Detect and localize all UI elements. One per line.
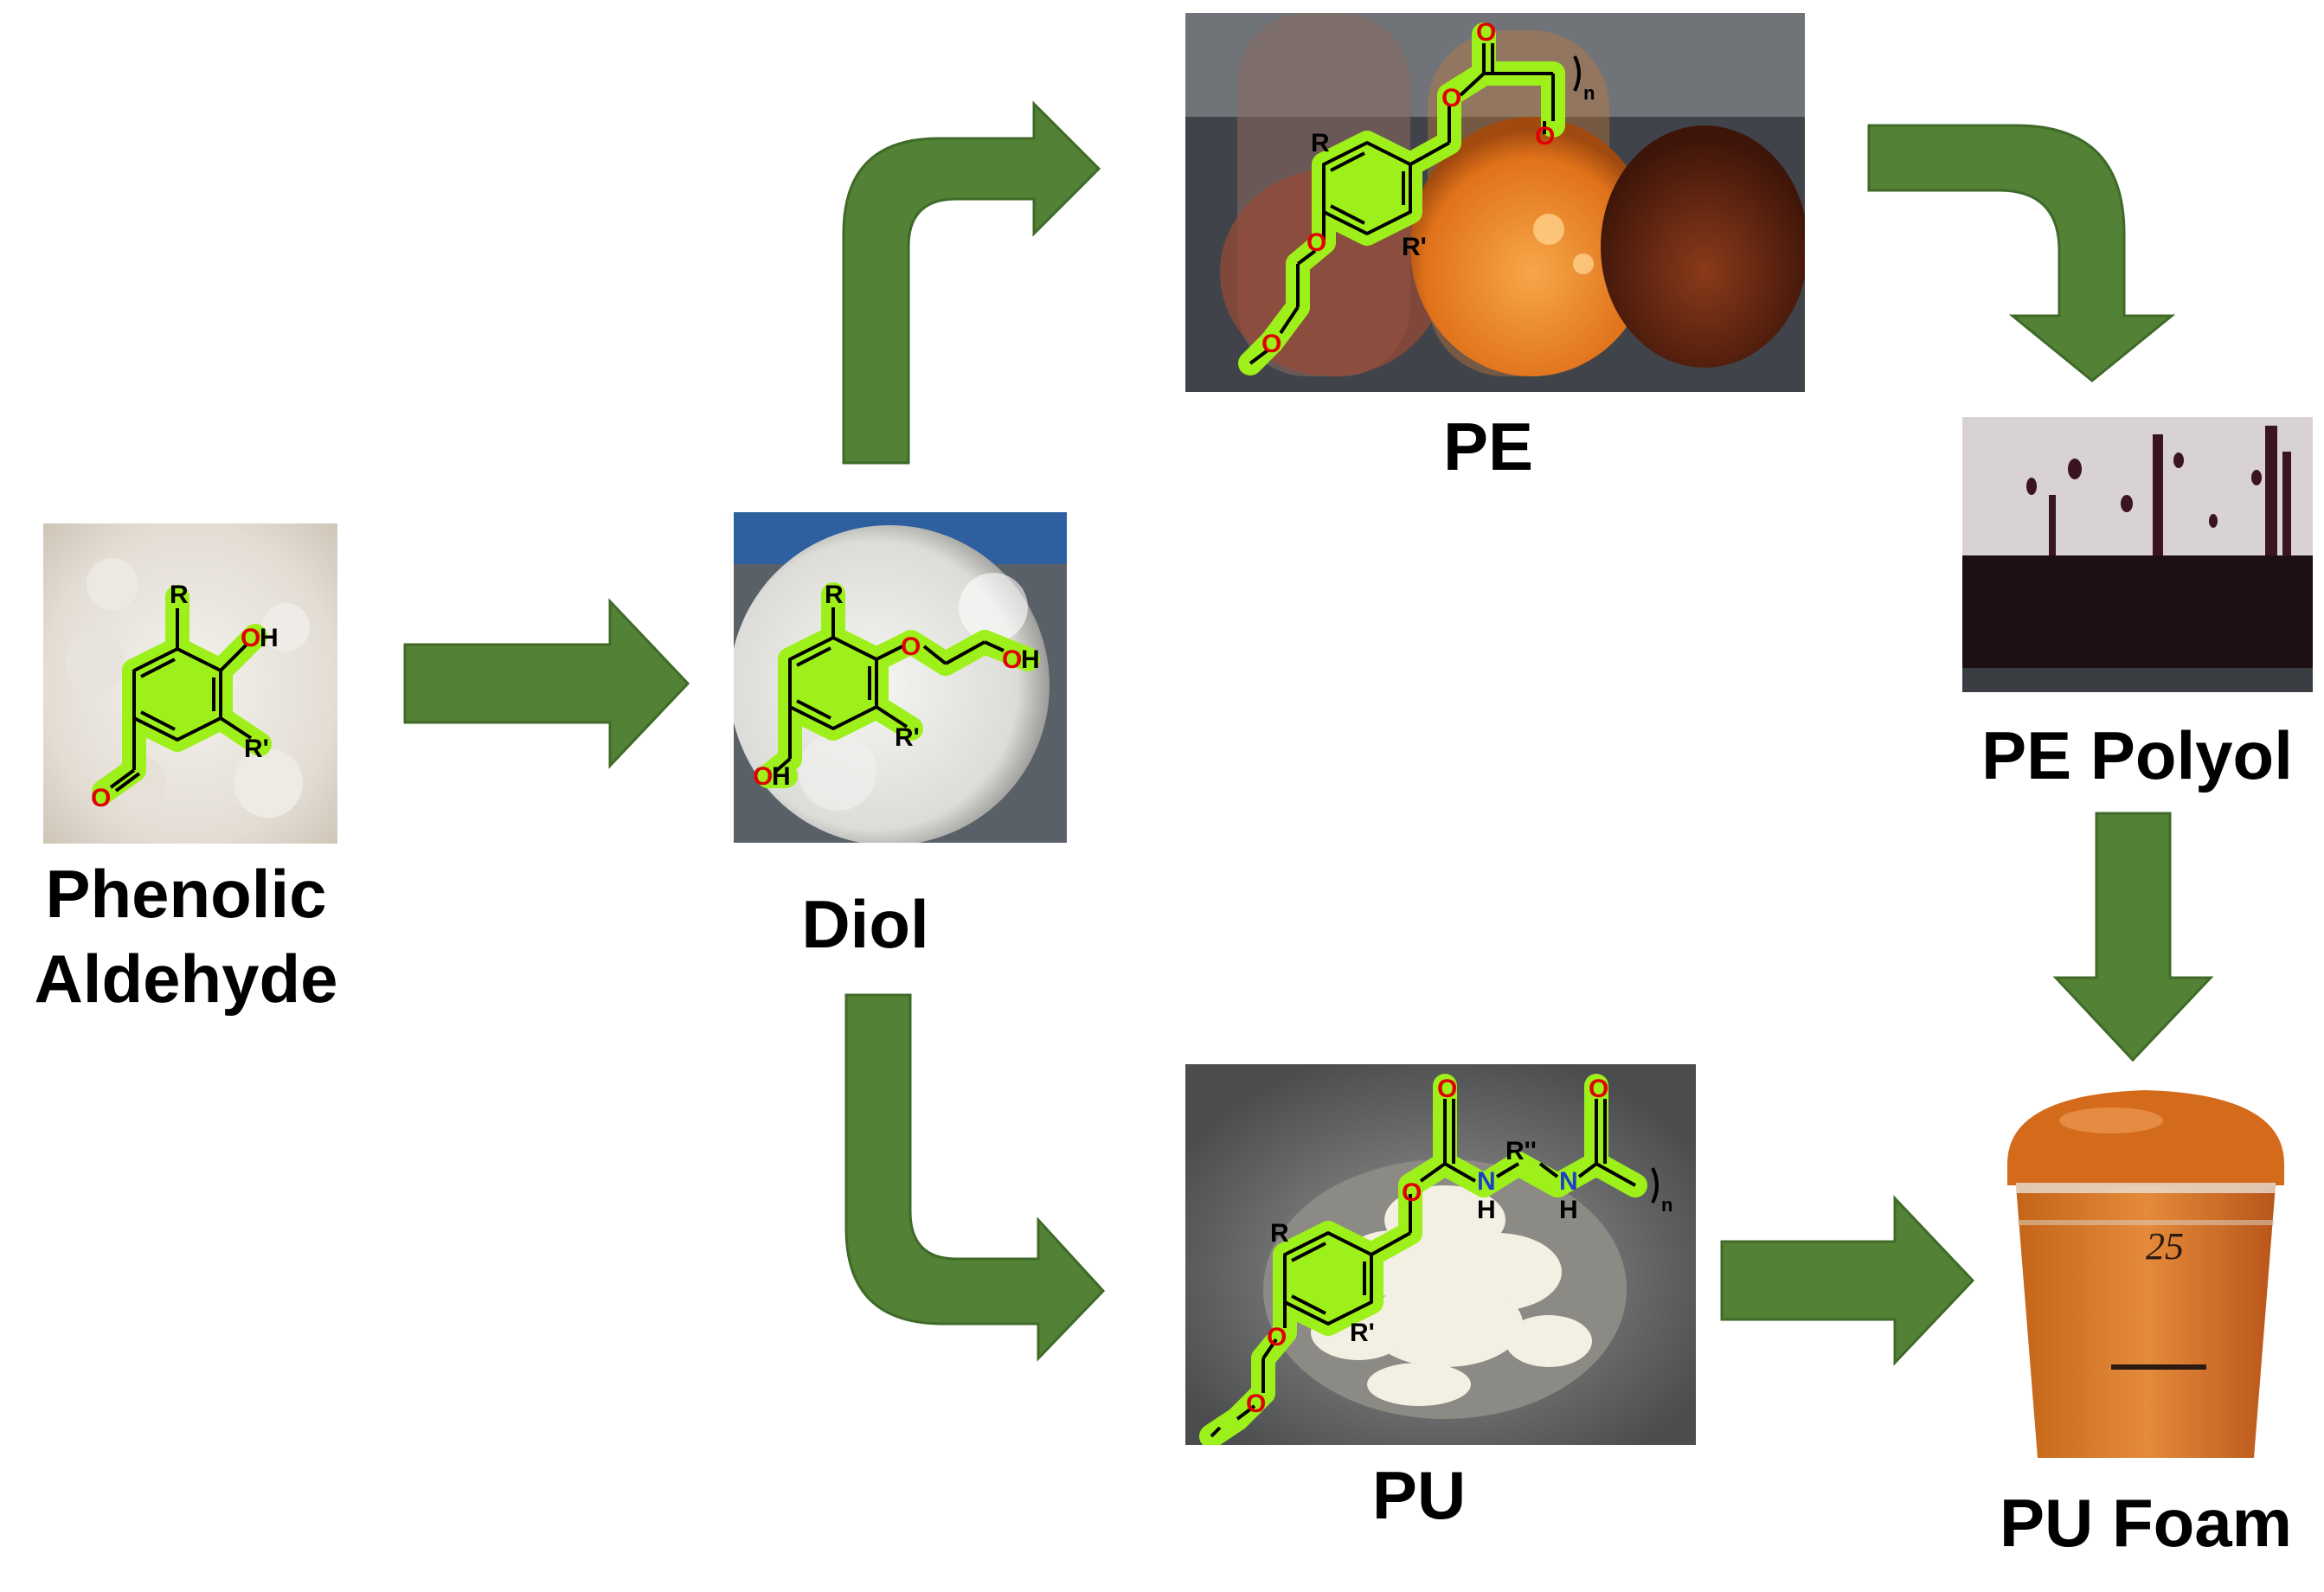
pe-structure: R R' O O O O O n (1185, 13, 1805, 392)
pe-label: PE (1442, 408, 1534, 485)
diol-photo: R O O H R' O H (734, 512, 1067, 843)
pu-foam-label: PU Foam (1999, 1485, 2293, 1561)
r-group-label: R (170, 581, 189, 609)
r-group-label: R (1270, 1219, 1289, 1248)
pu-photo: R R' R'' O O O O O N H N H n (1185, 1064, 1696, 1445)
r-group-label: R (825, 581, 844, 609)
repeat-unit-n: n (1661, 1194, 1672, 1216)
hydrogen-label: H (260, 624, 279, 652)
phenolic-label-line1: Phenolic (45, 856, 327, 932)
r-prime-label: R' (1350, 1319, 1375, 1347)
hydroxyl-hydrogen-label: H (1021, 645, 1040, 674)
arrow-pe-to-polyol (1867, 124, 2176, 382)
r-double-prime-label: R'' (1505, 1137, 1537, 1165)
cup-number: 25 (2146, 1225, 2184, 1268)
urethane-oxygen-label: O (1402, 1178, 1422, 1207)
arrow-polyol-to-foam (2052, 812, 2214, 1062)
arrow-aldehyde-to-diol (403, 598, 690, 769)
pu-structure: R R' R'' O O O O O N H N H n (1185, 1064, 1696, 1445)
r-group-label: R (1311, 129, 1330, 157)
carbonyl-oxygen-label: O (1476, 18, 1496, 47)
ether-oxygen-label: O (1267, 1323, 1287, 1351)
arrow-pu-to-foam (1720, 1195, 1975, 1366)
hydroxyl-oxygen-label: O (1002, 645, 1022, 674)
phenolic-aldehyde-photo: R O H R' O (43, 523, 337, 844)
nh-hydrogen-2-label: H (1559, 1196, 1578, 1224)
pu-label: PU (1371, 1457, 1467, 1533)
r-prime-label: R' (244, 735, 269, 763)
oxygen-label: O (241, 624, 260, 652)
pu-foam-cup: 25 (2007, 1090, 2284, 1458)
r-prime-label: R' (895, 723, 920, 752)
arrow-diol-to-pu (844, 993, 1106, 1362)
repeat-unit-n: n (1583, 82, 1595, 104)
carbonyl-oxygen-2-label: O (1589, 1075, 1608, 1103)
carbonyl-oxygen-2-label: O (1535, 122, 1555, 151)
chain-oxygen-label: O (1262, 330, 1281, 358)
r-prime-label: R' (1402, 233, 1427, 261)
ester-oxygen-label: O (1441, 84, 1461, 112)
nitrogen-2-label: N (1559, 1167, 1578, 1196)
chain-oxygen-label: O (1246, 1390, 1266, 1418)
benzyl-hydrogen-label: H (772, 762, 791, 791)
ether-oxygen-label: O (1306, 228, 1326, 257)
carbonyl-oxygen-label: O (1437, 1075, 1457, 1103)
phenolic-aldehyde-structure: R O H R' O (43, 523, 337, 844)
pe-photo: R R' O O O O O n (1185, 13, 1805, 392)
pe-polyol-label: PE Polyol (1981, 717, 2293, 793)
phenolic-label-line2: Aldehyde (34, 940, 338, 1017)
pu-foam-photo: 25 (1990, 1077, 2302, 1467)
arrow-diol-to-pe (842, 100, 1101, 465)
nitrogen-label: N (1477, 1167, 1496, 1196)
ether-oxygen-label: O (901, 632, 921, 661)
phenolic-aldehyde-label: Phenolic Aldehyde (17, 852, 355, 1021)
aldehyde-oxygen-label: O (91, 784, 111, 812)
pe-polyol-photo (1962, 417, 2313, 692)
diol-label: Diol (801, 886, 929, 962)
nh-hydrogen-label: H (1477, 1196, 1496, 1224)
pe-polyol-image (1962, 417, 2313, 692)
diol-structure: R O O H R' O H (734, 512, 1067, 843)
benzyl-oxygen-label: O (753, 762, 773, 791)
